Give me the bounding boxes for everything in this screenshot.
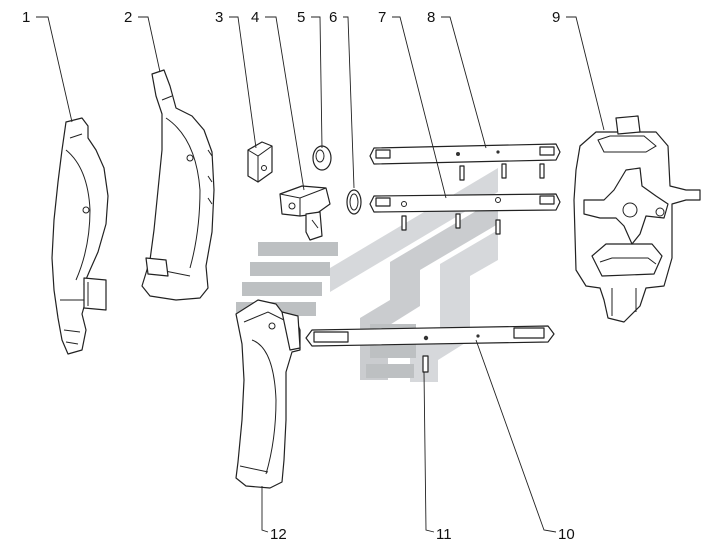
part-6-snap-ring xyxy=(346,189,362,215)
part-10-shift-rail-long xyxy=(305,325,555,347)
part-1-shift-fork xyxy=(51,117,109,355)
callout-8: 8 xyxy=(427,9,435,26)
part-8-shift-rail-upper xyxy=(369,143,561,165)
callout-labels: 1 2 3 4 5 6 7 8 9 10 11 12 xyxy=(22,9,575,543)
callout-1: 1 xyxy=(22,9,30,26)
part-12-shift-fork xyxy=(235,299,301,489)
callout-12: 12 xyxy=(270,526,287,543)
callout-3: 3 xyxy=(215,9,223,26)
callout-4: 4 xyxy=(251,9,259,26)
rail-pins xyxy=(401,163,545,235)
callout-2: 2 xyxy=(124,9,132,26)
callout-7: 7 xyxy=(378,9,386,26)
part-5-bushing xyxy=(312,145,332,171)
callout-5: 5 xyxy=(297,9,305,26)
part-2-shift-fork xyxy=(141,69,215,301)
callout-11: 11 xyxy=(436,526,452,543)
part-11-pin xyxy=(422,355,429,373)
part-7-shift-rail-lower xyxy=(369,193,561,213)
callout-10: 10 xyxy=(558,526,575,543)
part-4-interlock-head xyxy=(279,185,331,241)
leader-lines xyxy=(36,16,605,533)
callout-9: 9 xyxy=(552,9,560,26)
callout-6: 6 xyxy=(329,9,337,26)
part-9-selector-housing xyxy=(573,115,701,323)
part-3-block xyxy=(247,141,273,183)
